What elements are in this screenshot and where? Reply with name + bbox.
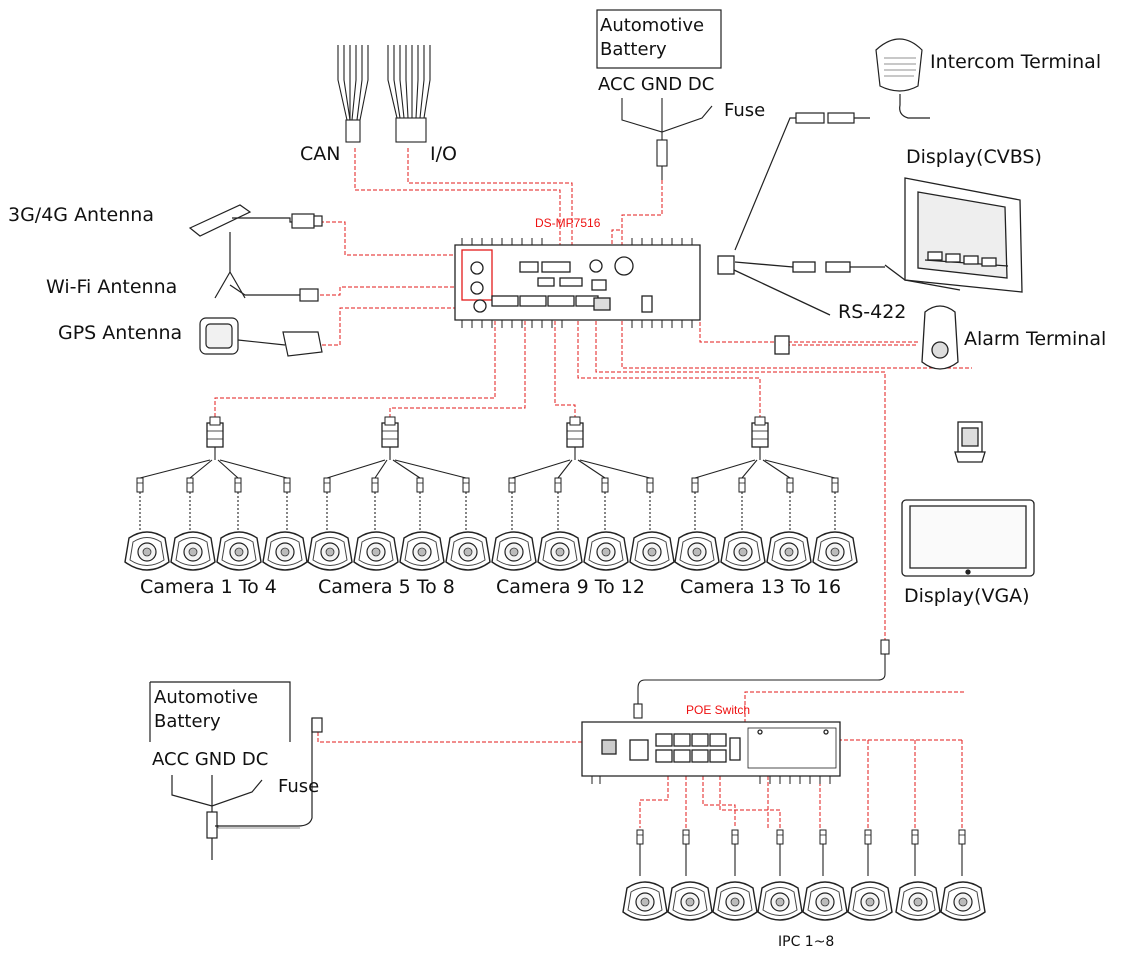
camera-group-3-label: Camera 9 To 12 bbox=[496, 576, 645, 598]
fuse-bottom-label: Fuse bbox=[278, 776, 320, 797]
rs422-label: RS-422 bbox=[838, 301, 907, 323]
battery-top-box bbox=[596, 9, 722, 180]
camera-group-2-label: Camera 5 To 8 bbox=[318, 576, 455, 598]
poe-uplink-cable bbox=[633, 639, 890, 719]
camera-groups bbox=[124, 416, 858, 571]
ipc-cameras bbox=[622, 829, 986, 921]
antenna-wifi-label: Wi-Fi Antenna bbox=[46, 276, 178, 298]
red-connection-lines bbox=[214, 148, 972, 828]
display-cvbs-label: Display(CVBS) bbox=[906, 146, 1042, 168]
poe-switch-label: POE Switch bbox=[686, 703, 751, 717]
battery-bottom-box bbox=[149, 681, 323, 860]
can-label: CAN bbox=[300, 143, 341, 165]
antenna-3g4g-label: 3G/4G Antenna bbox=[8, 204, 154, 226]
alarm-label: Alarm Terminal bbox=[964, 328, 1107, 350]
display-vga-icon bbox=[901, 421, 1035, 577]
io-cable-icon bbox=[387, 45, 431, 143]
display-cvbs-icon bbox=[717, 177, 1023, 316]
camera-group-1-label: Camera 1 To 4 bbox=[140, 576, 277, 598]
camera-group-4-label: Camera 13 To 16 bbox=[680, 576, 842, 598]
alarm-terminal-icon bbox=[774, 305, 959, 370]
antenna-gps-label: GPS Antenna bbox=[58, 322, 183, 344]
battery-top-label: Automotive Battery bbox=[600, 15, 705, 60]
fuse-top-label: Fuse bbox=[724, 100, 766, 121]
device-model-label: DS-MP7516 bbox=[535, 216, 601, 230]
poe-switch-unit bbox=[581, 721, 841, 784]
battery-bottom-terminals: ACC GND DC bbox=[152, 749, 269, 770]
main-unit-ds-mp7516 bbox=[454, 238, 701, 328]
antenna-3g4g-icon bbox=[188, 204, 323, 237]
intercom-terminal-icon bbox=[734, 38, 930, 251]
battery-top-terminals: ACC GND DC bbox=[598, 74, 715, 95]
antenna-gps-icon bbox=[199, 317, 323, 357]
battery-bottom-label: Automotive Battery bbox=[154, 687, 259, 732]
ipc-label: IPC 1~8 bbox=[778, 934, 835, 950]
intercom-label: Intercom Terminal bbox=[930, 51, 1102, 73]
io-label: I/O bbox=[430, 143, 457, 165]
antenna-wifi-icon bbox=[214, 232, 319, 302]
display-vga-label: Display(VGA) bbox=[904, 585, 1030, 607]
can-cable-icon bbox=[337, 45, 369, 143]
